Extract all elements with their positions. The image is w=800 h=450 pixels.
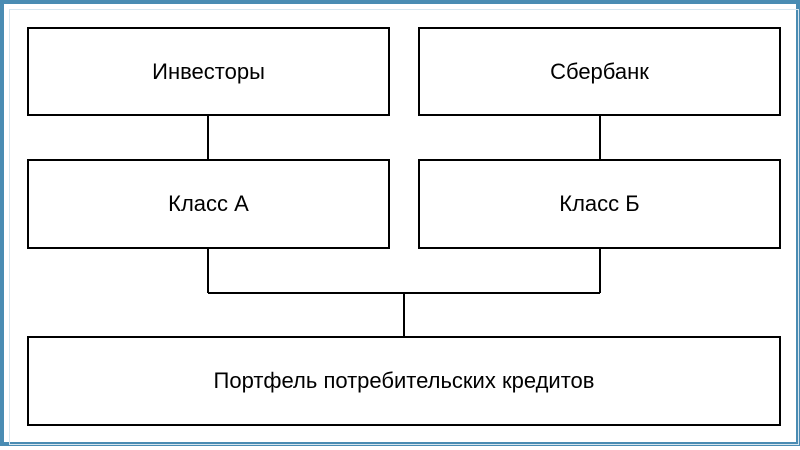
class-a-label: Класс А [168, 191, 249, 216]
class-b-box: Класс Б [418, 159, 781, 249]
investors-label: Инвесторы [152, 58, 265, 84]
portfolio-box: Портфель потребительских кредитов [27, 336, 781, 426]
class-b-label: Класс Б [559, 191, 640, 216]
investors-box: Инвесторы [27, 27, 390, 116]
portfolio-label: Портфель потребительских кредитов [213, 368, 595, 393]
sberbank-label: Сбербанк [550, 58, 649, 84]
class-a-box: Класс А [27, 159, 390, 249]
sberbank-box: Сбербанк [418, 27, 781, 116]
